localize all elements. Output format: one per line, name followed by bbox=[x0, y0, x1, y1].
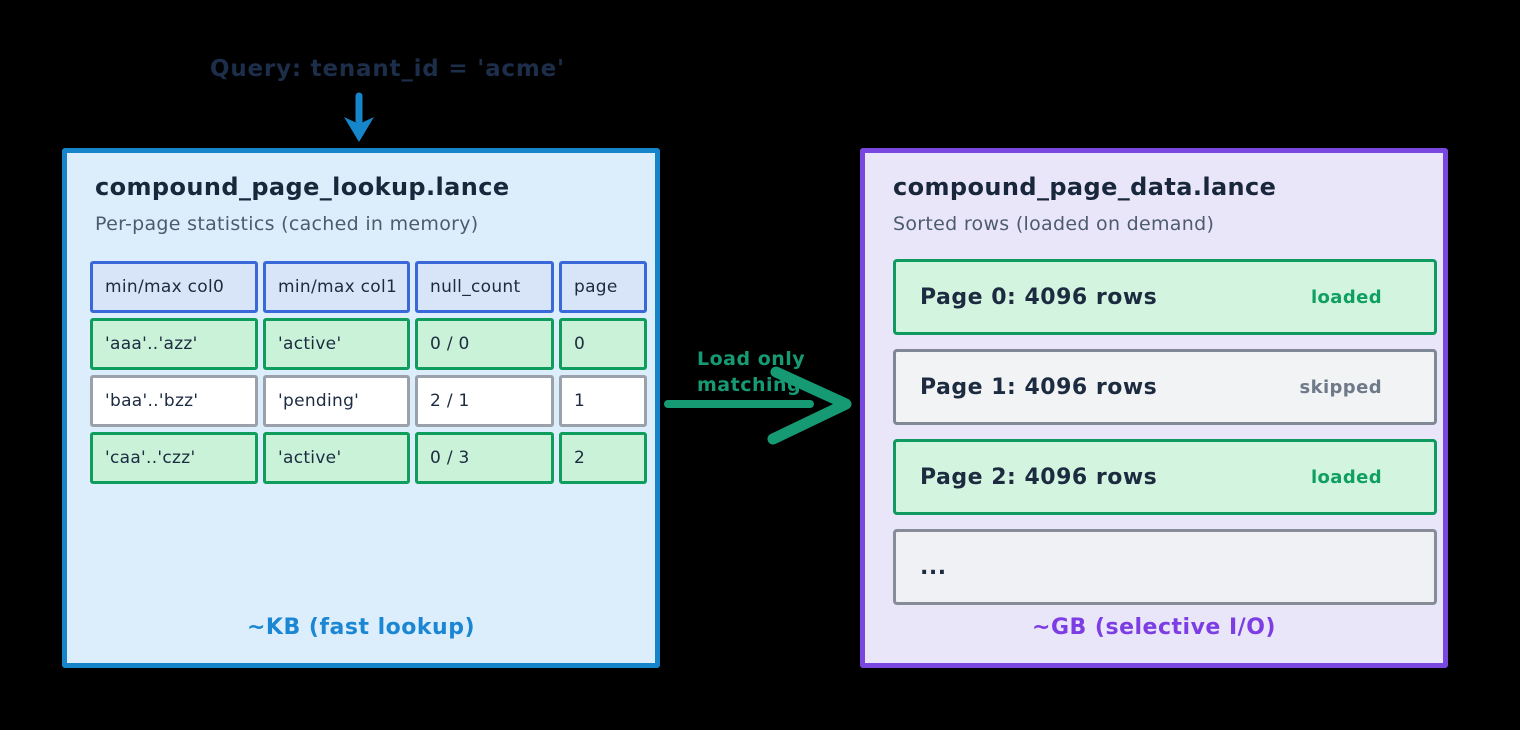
page-row-label: Page 0: 4096 rows bbox=[920, 284, 1158, 310]
lookup-panel: compound_page_lookup.lance Per-page stat… bbox=[62, 148, 660, 668]
load-arrow-label-line1: Load only bbox=[697, 348, 806, 370]
table-cell: 'baa'..'bzz' bbox=[90, 375, 258, 427]
load-arrow-label: Load only matching bbox=[697, 346, 805, 398]
column-header-page: page bbox=[559, 261, 647, 313]
query-label: Query: tenant_id = 'acme' bbox=[210, 56, 565, 82]
table-cell: 2 bbox=[559, 432, 647, 484]
data-panel-title: compound_page_data.lance bbox=[893, 173, 1277, 201]
table-cell: 'aaa'..'azz' bbox=[90, 318, 258, 370]
table-cell: 'active' bbox=[263, 318, 410, 370]
table-cell: 2 / 1 bbox=[415, 375, 554, 427]
table-cell: 1 bbox=[559, 375, 647, 427]
page-row-ellipsis: ... bbox=[893, 529, 1437, 605]
column-header-null-count: null_count bbox=[415, 261, 554, 313]
table-cell: 0 / 0 bbox=[415, 318, 554, 370]
table-cell: 'caa'..'czz' bbox=[90, 432, 258, 484]
page-row-2: Page 2: 4096 rows loaded bbox=[893, 439, 1437, 515]
page-stats-table: min/max col0 min/max col1 null_count pag… bbox=[90, 261, 647, 484]
load-only-matching-arrow-icon bbox=[664, 366, 852, 445]
page-row-label: ... bbox=[920, 554, 947, 580]
data-panel: compound_page_data.lance Sorted rows (lo… bbox=[860, 148, 1448, 668]
data-panel-subtitle: Sorted rows (loaded on demand) bbox=[893, 213, 1215, 235]
table-cell: 'active' bbox=[263, 432, 410, 484]
load-arrow-label-line2: matching bbox=[697, 374, 802, 396]
status-badge: skipped bbox=[1299, 376, 1382, 398]
lookup-panel-subtitle: Per-page statistics (cached in memory) bbox=[95, 213, 479, 235]
data-panel-footer: ~GB (selective I/O) bbox=[1032, 615, 1276, 640]
page-row-label: Page 2: 4096 rows bbox=[920, 464, 1158, 490]
lookup-panel-footer: ~KB (fast lookup) bbox=[246, 615, 476, 640]
status-badge: loaded bbox=[1310, 286, 1382, 308]
page-row-label: Page 1: 4096 rows bbox=[920, 374, 1158, 400]
lookup-panel-title: compound_page_lookup.lance bbox=[95, 173, 510, 201]
page-row-1: Page 1: 4096 rows skipped bbox=[893, 349, 1437, 425]
table-cell: 0 bbox=[559, 318, 647, 370]
column-header-min-max-col1: min/max col1 bbox=[263, 261, 410, 313]
column-header-min-max-col0: min/max col0 bbox=[90, 261, 258, 313]
table-cell: 0 / 3 bbox=[415, 432, 554, 484]
query-arrow-down-icon bbox=[344, 92, 374, 142]
status-badge: loaded bbox=[1310, 466, 1382, 488]
page-row-0: Page 0: 4096 rows loaded bbox=[893, 259, 1437, 335]
table-cell: 'pending' bbox=[263, 375, 410, 427]
